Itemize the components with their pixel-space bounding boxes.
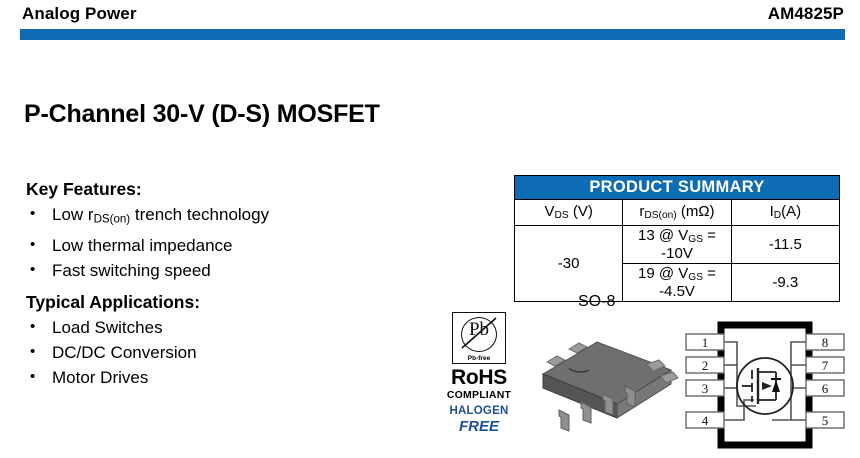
feature-text-sub: DS(on) [93, 213, 131, 226]
page-header: Analog Power AM4825P [0, 0, 860, 42]
list-item: DC/DC Conversion [26, 339, 356, 365]
pin-boxes-left: 1 2 3 4 [685, 333, 725, 429]
pb-free-caption: Pb-free [467, 355, 491, 362]
table-row: PRODUCT SUMMARY [514, 175, 840, 200]
col-vds-post: (V) [568, 203, 593, 221]
svg-text:7: 7 [822, 358, 829, 373]
halogen-label: HALOGEN [449, 405, 509, 417]
table-row: -30 13 @ VGS = -10V -11.5 [513, 224, 841, 303]
list-item: Low thermal impedance [26, 232, 356, 258]
rdson-pre: 19 @ V [638, 265, 689, 283]
cell-id-value: -11.5 [730, 224, 841, 265]
product-summary-table: PRODUCT SUMMARY VDS (V) rDS(on) (mΩ) ID(… [513, 175, 841, 303]
svg-text:2: 2 [702, 358, 709, 373]
typical-applications-heading: Typical Applications: [26, 292, 201, 312]
pb-free-slash-icon [461, 317, 497, 349]
part-number: AM4825P [767, 4, 844, 23]
table-row: 19 @ VGS = -4.5V -9.3 [515, 263, 841, 303]
col-rdson-post: (mΩ) [676, 203, 715, 221]
header-divider-rule [20, 29, 845, 40]
column-header-vds: VDS (V) [513, 199, 624, 226]
rdson-post: = -10V [661, 227, 716, 263]
key-features-section: Key Features: Low rDS(on) trench technol… [26, 179, 356, 283]
col-rdson-pre: r [639, 203, 645, 221]
pb-free-symbol: Pb [468, 319, 490, 340]
cell-vds-value: -30 [513, 224, 624, 303]
list-item: Motor Drives [26, 364, 356, 390]
product-summary-title: PRODUCT SUMMARY [514, 175, 840, 200]
rdson-pre: 13 @ V [638, 227, 689, 244]
list-item: Load Switches [26, 314, 356, 340]
cell-rdson-value: 19 @ VGS = -4.5V [622, 263, 732, 303]
col-vds-pre: V [544, 203, 555, 221]
cell-rdson-value: 13 @ VGS = -10V [622, 224, 732, 265]
svg-text:4: 4 [702, 413, 709, 428]
key-features-list: Low rDS(on) trench technology Low therma… [26, 201, 356, 283]
key-features-heading: Key Features: [26, 179, 142, 199]
svg-text:3: 3 [702, 381, 709, 396]
col-vds-sub: DS [554, 210, 569, 222]
pinout-diagram: 1 2 3 4 8 7 6 5 [685, 321, 845, 449]
svg-text:5: 5 [822, 413, 829, 428]
list-item: Fast switching speed [26, 257, 356, 283]
feature-text-pre: Fast switching speed [52, 260, 211, 280]
column-header-rdson: rDS(on) (mΩ) [622, 199, 732, 226]
free-label: FREE [458, 418, 499, 435]
list-item: Low rDS(on) trench technology [26, 201, 356, 233]
pin-boxes-right: 8 7 6 5 [805, 333, 845, 429]
col-id-pre: I [769, 203, 774, 221]
table-row: VDS (V) rDS(on) (mΩ) ID(A) [513, 199, 841, 226]
rohs-label: RoHS [451, 366, 507, 389]
cell-id-value: -9.3 [730, 263, 841, 303]
page-title: P-Channel 30-V (D-S) MOSFET [24, 100, 380, 128]
typical-applications-section: Typical Applications: Load Switches DC/D… [26, 292, 356, 390]
svg-text:8: 8 [822, 335, 829, 350]
rdson-sub: GS [688, 272, 704, 284]
col-id-sub: D [773, 210, 782, 222]
so8-package-image [541, 341, 679, 432]
feature-text-pre: Low r [52, 205, 94, 224]
rdson-post: = -4.5V [659, 265, 716, 301]
package-type-label: SO-8 [578, 293, 616, 310]
svg-text:6: 6 [822, 381, 829, 396]
svg-text:1: 1 [702, 335, 709, 350]
typical-applications-list: Load Switches DC/DC Conversion Motor Dri… [26, 314, 356, 390]
company-name: Analog Power [22, 4, 137, 23]
rohs-compliance-block: Pb Pb-free RoHS COMPLIANT HALOGEN FREE [443, 312, 515, 435]
feature-text-pre: Low thermal impedance [52, 235, 233, 255]
rdson-sub: GS [688, 234, 704, 246]
col-rdson-sub: DS(on) [644, 210, 677, 222]
mosfet-symbol-icon [736, 357, 794, 415]
col-id-post: (A) [781, 203, 802, 221]
pb-free-circle-icon [461, 317, 497, 352]
compliant-label: COMPLIANT [446, 389, 512, 401]
feature-text-post: trench technology [130, 205, 270, 224]
column-header-id: ID(A) [730, 199, 841, 226]
pb-free-icon: Pb Pb-free [452, 312, 506, 364]
